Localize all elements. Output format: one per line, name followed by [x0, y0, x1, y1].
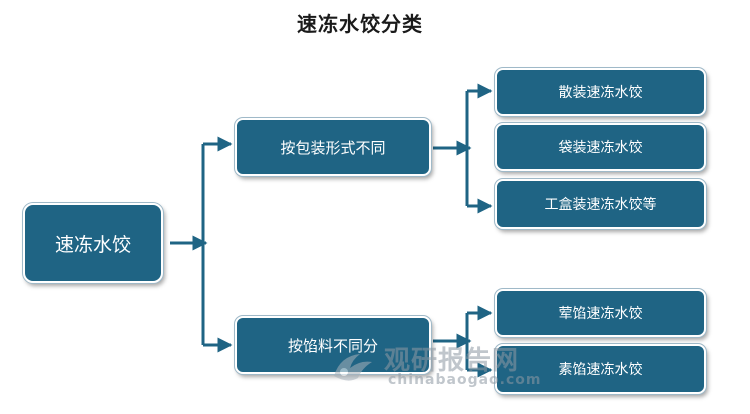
- node-veg-filling: 素馅速冻水饺: [495, 344, 706, 394]
- node-bag: 袋装速冻水饺: [495, 123, 706, 171]
- node-root: 速冻水饺: [23, 203, 163, 283]
- node-box: 工盒装速冻水饺等: [495, 179, 706, 229]
- node-filling: 按馅料不同分: [235, 316, 431, 374]
- node-packaging: 按包装形式不同: [235, 118, 431, 176]
- diagram-title: 速冻水饺分类: [297, 12, 423, 36]
- node-meat-filling: 荤馅速冻水饺: [495, 289, 706, 337]
- node-bulk: 散装速冻水饺: [495, 68, 706, 116]
